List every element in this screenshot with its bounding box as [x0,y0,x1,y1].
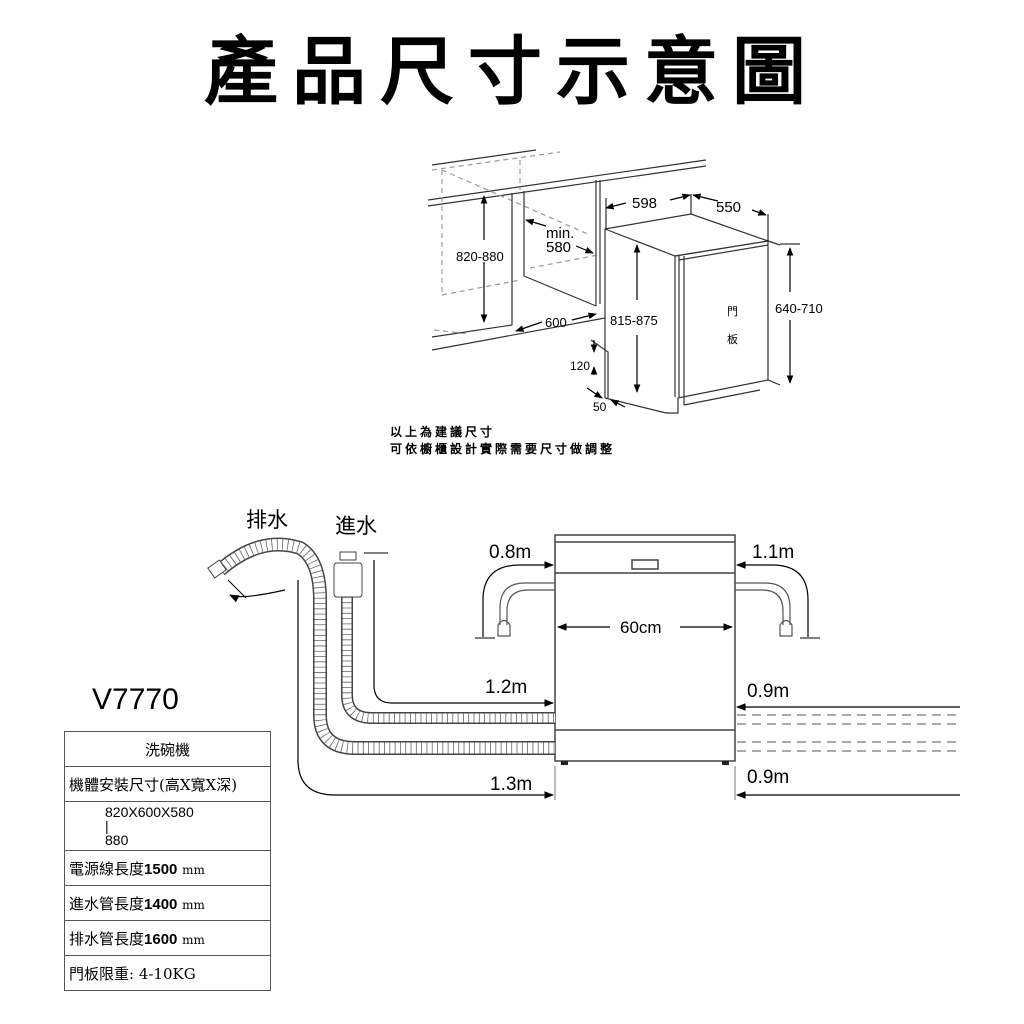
label-drain-right: 0.9m [747,767,789,788]
spec-value: 1400 [144,895,178,913]
label-drain-left: 1.3m [490,774,532,795]
label-inlet: 進水 [335,515,377,538]
note-line-1: 以上為建議尺寸 [390,425,496,439]
power-cord-left [499,582,555,625]
spec-label: 排水管長度 [69,929,145,948]
spec-unit: mm [182,932,205,947]
foot-left [561,761,568,765]
table-row: 門板限重: 4-10KG [64,955,271,991]
spec-dimensions-header: 機體安裝尺寸(高X寬X深) [64,766,271,802]
page-title: 產品尺寸示意圖 [204,29,820,115]
inlet-valve [333,562,363,598]
label-inlet-right: 0.9m [747,681,789,702]
label-toe-kick-height: 120 [570,359,590,373]
label-min-depth-2: 580 [546,239,571,256]
spec-table: 洗碗機 機體安裝尺寸(高X寬X深) 820X600X580 | 880 電源線長… [64,731,271,991]
spec-unit: mm [182,862,205,877]
table-row: 洗碗機 [64,731,271,767]
label-power-cord-right: 1.1m [752,542,794,563]
spec-unit: mm [182,897,205,912]
label-drain: 排水 [246,509,288,532]
dimensions-line-1: 820X600X580 [105,804,194,820]
dimensions-separator: | [105,818,109,834]
spec-value: 1600 [144,930,178,948]
label-appliance-height: 815-875 [610,313,658,328]
spec-product-type: 洗碗機 [64,731,271,767]
drain-hose [207,537,555,755]
label-door-panel-1: 門 [727,305,738,318]
label-power-cord-left: 0.8m [489,542,531,563]
table-row: 820X600X580 | 880 [64,801,271,851]
spec-dimensions-value: 820X600X580 | 880 [64,801,271,851]
inlet-hose [333,551,555,724]
plug-left [497,619,511,637]
spec-power-cord-length: 電源線長度1500 mm [64,850,271,886]
countertop-front-edge-top [427,159,707,201]
label-door-height: 640-710 [775,301,823,316]
label-cabinet-width: 600 [545,315,567,330]
spec-inlet-hose-length: 進水管長度1400 mm [64,885,271,921]
spec-door-weight-limit: 門板限重: 4-10KG [64,955,271,991]
spec-drain-hose-length: 排水管長度1600 mm [64,920,271,956]
spec-label: 進水管長度 [69,894,145,913]
table-row: 電源線長度1500 mm [64,850,271,886]
label-appliance-width: 60cm [620,618,662,637]
label-toe-kick-depth: 50 [593,400,607,414]
label-cabinet-height: 820-880 [456,249,504,264]
table-row: 排水管長度1600 mm [64,920,271,956]
dimensions-line-2: 880 [105,832,129,848]
label-min-depth-1: min. [546,225,574,242]
table-row: 機體安裝尺寸(高X寬X深) [64,766,271,802]
label-door-panel-2: 板 [727,332,738,346]
plug-right [779,619,793,637]
label-appliance-depth: 550 [716,199,741,216]
foot-right [722,761,729,765]
power-cord-right [735,582,791,625]
table-row: 進水管長度1400 mm [64,885,271,921]
countertop-back-edge [431,149,537,166]
spec-label: 電源線長度 [69,859,145,878]
label-appliance-width: 598 [632,195,657,212]
note-line-2: 可依櫥櫃設計實際需要尺寸做調整 [390,442,616,456]
installation-note: 以上為建議尺寸 可依櫥櫃設計實際需要尺寸做調整 [390,424,615,458]
control-display [631,559,659,570]
spec-value: 1500 [144,860,178,878]
dishwasher-front [554,534,736,762]
label-inlet-left: 1.2m [485,677,527,698]
model-number: V7770 [92,683,179,716]
